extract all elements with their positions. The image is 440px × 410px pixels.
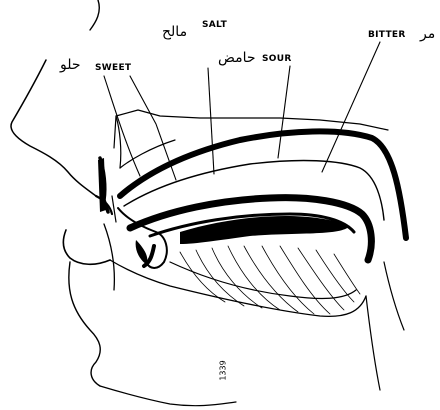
salt-label-ar: مالح: [162, 24, 187, 40]
salt-leader: [208, 68, 214, 174]
bitter-label: BITTER: [368, 30, 406, 40]
sour-label: SOUR: [262, 54, 292, 64]
sour-label-ar: حامض: [218, 50, 256, 66]
figure-number: 1339: [219, 360, 228, 380]
muscle-fibres: [180, 246, 360, 314]
chin: [69, 262, 100, 386]
sour-leader: [278, 66, 290, 158]
sweet-label: SWEET: [95, 63, 131, 73]
lower-lip: [63, 230, 110, 264]
lower-teeth: [104, 224, 114, 290]
face-profile: [11, 60, 96, 196]
bitter-label-ar: مر: [420, 26, 435, 42]
sweet-leader-2: [104, 76, 140, 176]
palate-shadow: [98, 158, 106, 212]
throat-line: [366, 296, 380, 390]
head-outline: [90, 0, 99, 30]
bitter-leader: [322, 42, 380, 172]
salt-label: SALT: [202, 20, 227, 30]
sweet-label-ar: حلو: [60, 57, 81, 73]
